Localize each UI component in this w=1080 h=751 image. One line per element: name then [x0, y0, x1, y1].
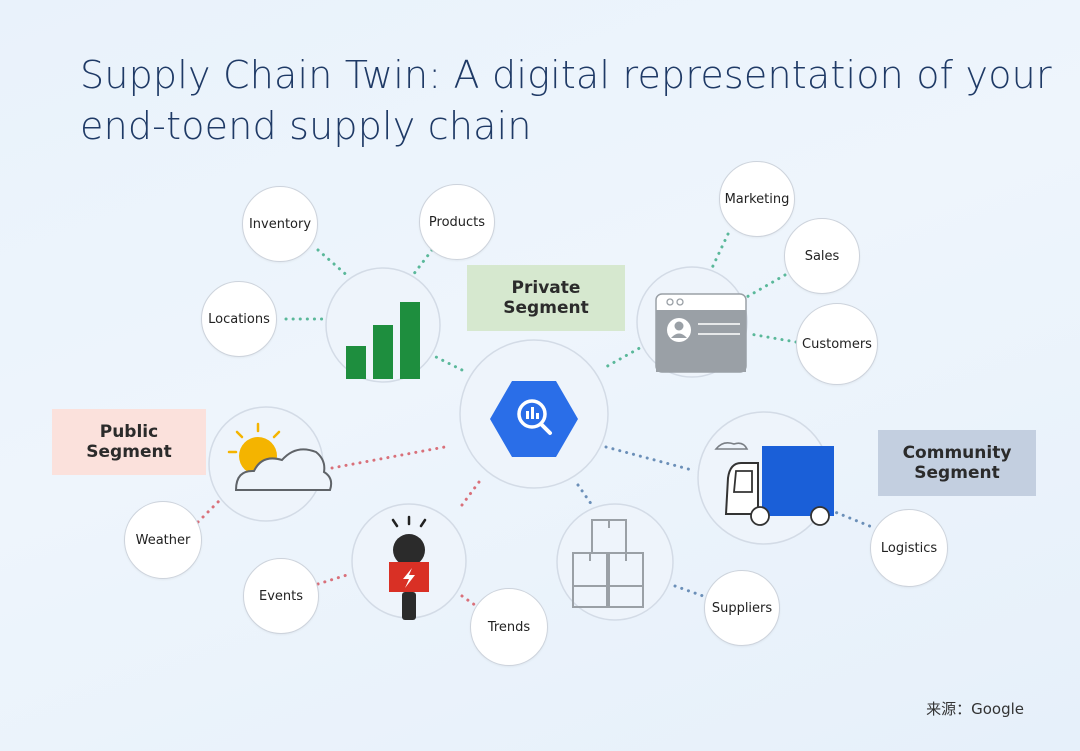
- title-line-2: end-toend supply chain: [80, 104, 532, 148]
- node-locations: Locations: [201, 281, 277, 357]
- connector-events: [316, 572, 352, 586]
- connector-suppliers: [673, 584, 708, 599]
- connector-customers: [748, 332, 798, 344]
- connector-products: [411, 248, 434, 277]
- connector-inventory: [316, 248, 352, 280]
- node-suppliers: Suppliers: [704, 570, 780, 646]
- news-hub: [351, 503, 467, 620]
- node-events: Events: [243, 558, 319, 634]
- node-weather: Weather: [124, 501, 202, 579]
- weather-hub: [208, 406, 333, 522]
- microphone-icon: [389, 515, 429, 620]
- stacked-boxes-icon: [572, 519, 644, 608]
- node-trends: Trends: [470, 588, 548, 666]
- bigquery-icon: [490, 381, 578, 457]
- page-title: Supply Chain Twin: A digital representat…: [80, 50, 1052, 152]
- transport-hub: [697, 411, 834, 545]
- connector-marketing: [710, 232, 730, 270]
- customer-window-icon: [655, 293, 747, 373]
- supply-hub: [556, 503, 674, 621]
- connector-crm-center: [602, 343, 647, 370]
- connector-transport-center: [604, 445, 694, 472]
- node-sales: Sales: [784, 218, 860, 294]
- node-marketing: Marketing: [719, 161, 795, 237]
- connector-logistics: [828, 508, 874, 529]
- connector-supply-center: [576, 483, 596, 510]
- sun-cloud-icon: [227, 422, 333, 491]
- connector-weather: [196, 496, 224, 524]
- connector-sales: [743, 273, 787, 300]
- node-inventory: Inventory: [242, 186, 318, 262]
- source-credit: 来源：Google: [926, 700, 1024, 718]
- crm-hub: [636, 266, 748, 378]
- center-hub: [459, 339, 609, 489]
- node-products: Products: [419, 184, 495, 260]
- node-customers: Customers: [796, 303, 878, 385]
- bar-chart-icon: [346, 302, 420, 379]
- connector-news-center: [460, 476, 484, 507]
- node-logistics: Logistics: [870, 509, 948, 587]
- delivery-truck-icon: [714, 442, 834, 526]
- title-line-1: Supply Chain Twin: A digital representat…: [80, 53, 1052, 97]
- analytics-hub: [325, 267, 441, 383]
- connector-weather-center: [330, 444, 452, 470]
- connector-analytics-center: [428, 352, 468, 374]
